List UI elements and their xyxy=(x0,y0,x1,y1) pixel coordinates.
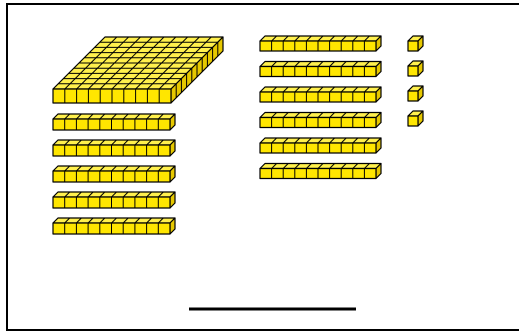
ten-rod xyxy=(53,192,175,208)
ten-rod xyxy=(53,114,175,130)
one-cube xyxy=(408,61,423,76)
ten-rod xyxy=(260,62,381,77)
ten-rod xyxy=(53,218,175,234)
hundreds-flats xyxy=(53,37,223,103)
ten-rod xyxy=(53,166,175,182)
ones-cubes xyxy=(408,36,423,126)
hundred-flat xyxy=(53,37,223,103)
ten-rod xyxy=(53,140,175,156)
ten-rod xyxy=(260,87,381,102)
ten-rod xyxy=(260,113,381,128)
one-cube xyxy=(408,111,423,126)
ten-rod xyxy=(260,164,381,179)
ten-rod xyxy=(260,138,381,153)
ten-rod xyxy=(260,36,381,51)
one-cube xyxy=(408,86,423,101)
one-cube xyxy=(408,36,423,51)
